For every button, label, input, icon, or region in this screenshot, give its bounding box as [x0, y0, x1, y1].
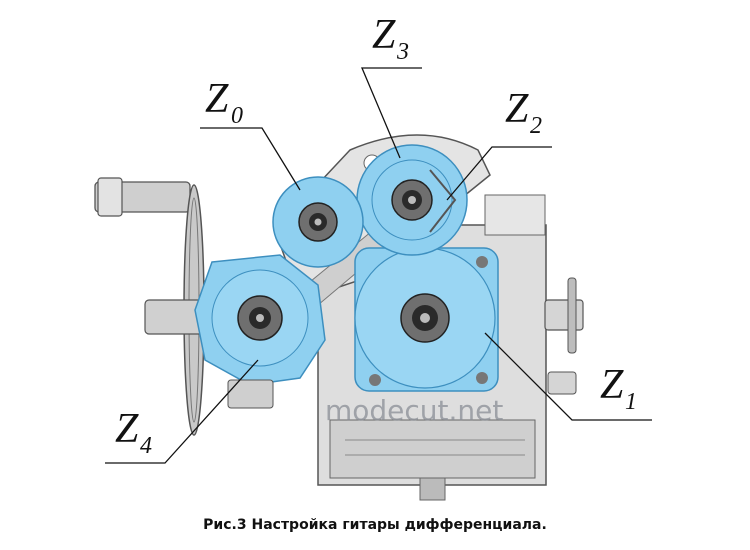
svg-text:2: 2	[530, 113, 542, 139]
leader-lines	[105, 67, 652, 464]
watermark: modecut.net	[325, 394, 503, 427]
handwheel-assembly	[94, 177, 206, 436]
label-z1: Z 1	[600, 362, 637, 415]
svg-text:Z: Z	[372, 12, 396, 58]
label-z4: Z 4	[115, 406, 152, 459]
svg-text:1: 1	[625, 389, 637, 415]
gear-z1	[354, 247, 499, 392]
figure-caption: Рис.3 Настройка гитары дифференциала.	[203, 517, 547, 533]
label-z2: Z 2	[505, 86, 542, 139]
leader-z2	[446, 146, 552, 201]
svg-text:4: 4	[140, 433, 152, 459]
leader-z4	[105, 359, 259, 464]
gear-z2	[356, 144, 468, 256]
svg-text:Z: Z	[205, 76, 229, 122]
svg-text:0: 0	[231, 103, 243, 129]
gear-z0	[272, 176, 364, 268]
svg-text:Z: Z	[600, 362, 624, 408]
svg-text:Z: Z	[505, 86, 529, 132]
gear-z4	[194, 254, 326, 409]
leader-z0	[200, 127, 301, 191]
side-handle	[544, 277, 584, 395]
label-z3: Z 3	[372, 12, 409, 65]
svg-text:Z: Z	[115, 406, 139, 452]
leader-z3	[361, 67, 422, 159]
leader-z1	[484, 332, 652, 421]
label-z0: Z 0	[205, 76, 243, 129]
svg-text:3: 3	[396, 39, 409, 65]
